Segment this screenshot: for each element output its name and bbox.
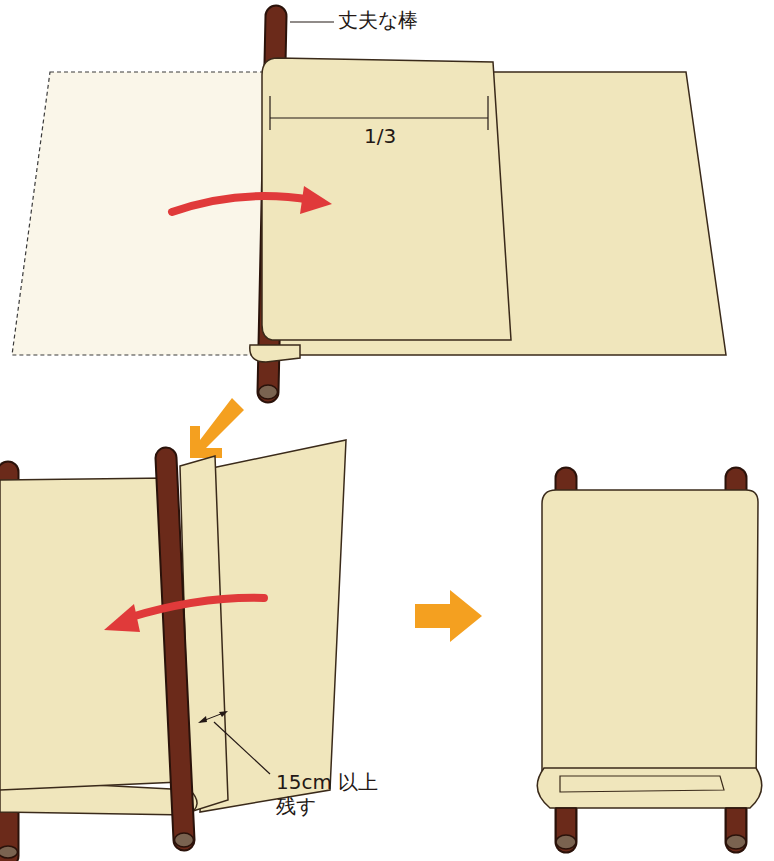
arrow-head bbox=[198, 716, 207, 723]
dimension-tick bbox=[487, 96, 488, 130]
step-arrow bbox=[190, 398, 244, 458]
stick-end bbox=[175, 833, 194, 847]
dimension-line bbox=[270, 117, 488, 118]
stick bbox=[166, 458, 184, 840]
stick-end bbox=[556, 835, 576, 849]
stick-end bbox=[259, 385, 278, 399]
fabric-roll bbox=[560, 776, 724, 792]
arrow-head bbox=[219, 711, 228, 717]
stick-end bbox=[726, 835, 746, 849]
stick-end bbox=[0, 846, 18, 858]
fabric-wrap bbox=[250, 345, 300, 362]
dashed-outline bbox=[12, 72, 290, 355]
dimension-tick bbox=[269, 96, 270, 130]
dimension-label: 1/3 bbox=[364, 124, 396, 148]
stick bbox=[166, 458, 184, 840]
leader-line bbox=[214, 722, 270, 774]
note-label: 15cm 以上 残す bbox=[276, 770, 388, 818]
fabric bbox=[0, 478, 180, 790]
fabric-roll bbox=[537, 768, 762, 808]
leader-line bbox=[290, 21, 334, 22]
arrow-head bbox=[300, 186, 332, 214]
arrow-head bbox=[104, 604, 140, 632]
part-name: 丈夫な棒 bbox=[338, 8, 418, 32]
fabric bbox=[542, 490, 758, 795]
fold-arrow bbox=[128, 598, 264, 618]
fold-arrow bbox=[172, 196, 312, 212]
step-arrow bbox=[415, 590, 482, 642]
